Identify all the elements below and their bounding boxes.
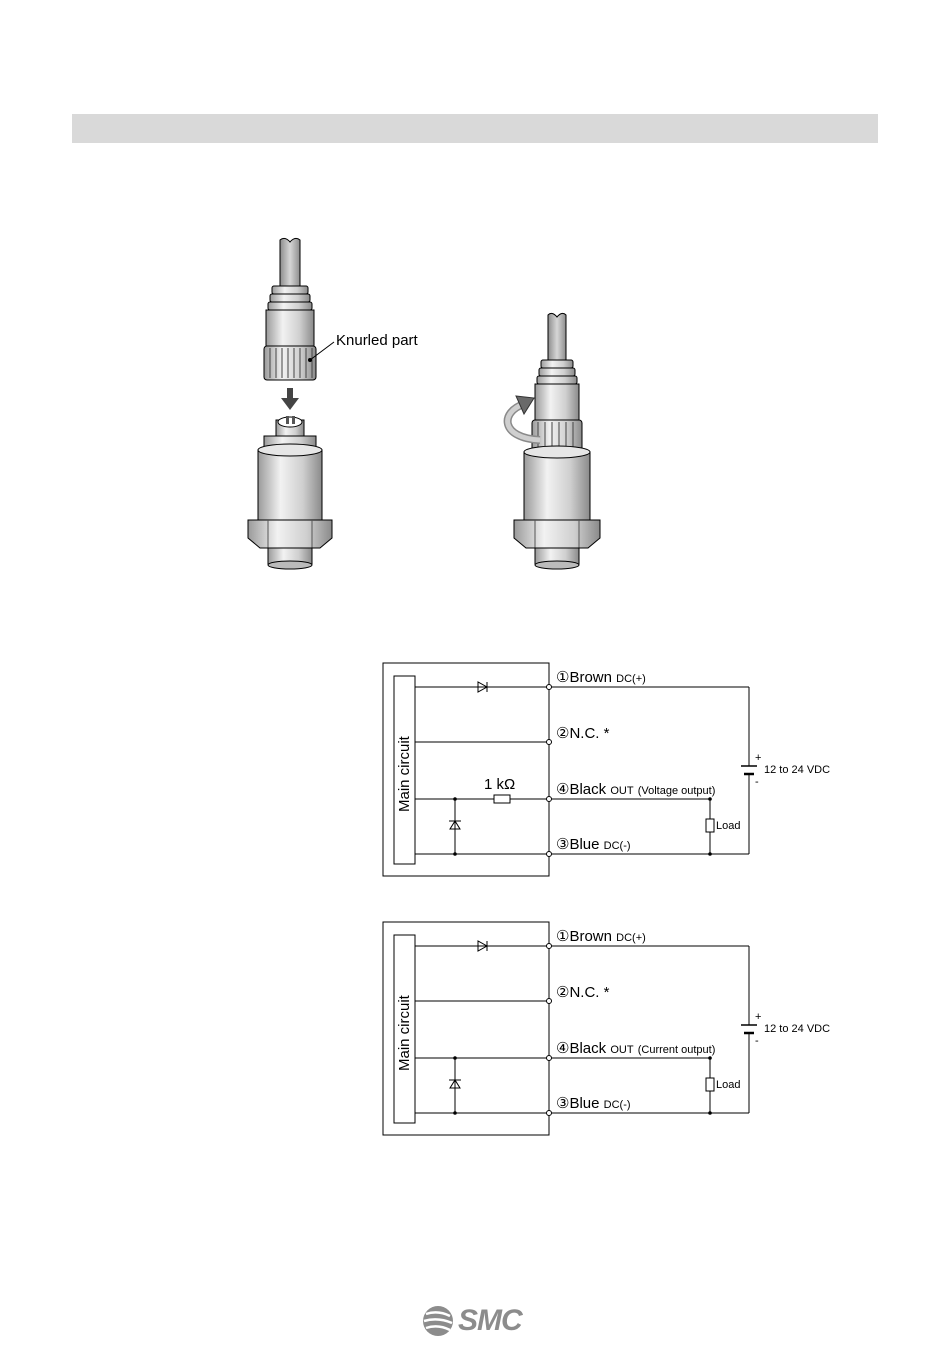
pin-blue-label: ③Blue DC(-) [556, 835, 631, 853]
pressure-sensor-left [248, 416, 332, 569]
pin-brown-label: ①Brown DC(+) [556, 927, 646, 945]
load-label: Load [716, 1079, 740, 1091]
smc-logo: SMC [420, 1302, 532, 1340]
connector-illustrations [0, 0, 950, 600]
connector-plug-right [532, 313, 582, 454]
supply-plus: + [755, 1011, 761, 1023]
pin-blue-label: ③Blue DC(-) [556, 1094, 631, 1112]
supply-plus: + [755, 752, 761, 764]
main-circuit-label: Main circuit [396, 736, 413, 812]
pressure-sensor-right [514, 446, 600, 569]
supply-minus: - [755, 1035, 759, 1047]
knurled-part-label: Knurled part [336, 332, 418, 349]
connector-plug-left [264, 238, 316, 380]
main-circuit-label: Main circuit [396, 995, 413, 1071]
pin-black-label: ④Black OUT (Current output) [556, 1039, 715, 1057]
pin-nc-label: ②N.C. * [556, 724, 609, 742]
insert-arrow-icon [281, 388, 299, 410]
supply-minus: - [755, 776, 759, 788]
supply-voltage-label: 12 to 24 VDC [764, 1023, 830, 1035]
smc-logo-text: SMC [458, 1304, 522, 1338]
pin-brown-label: ①Brown DC(+) [556, 668, 646, 686]
supply-voltage-label: 12 to 24 VDC [764, 764, 830, 776]
resistor-label: 1 kΩ [484, 776, 515, 793]
pin-black-label: ④Black OUT (Voltage output) [556, 780, 715, 798]
load-label: Load [716, 820, 740, 832]
pin-nc-label: ②N.C. * [556, 983, 609, 1001]
